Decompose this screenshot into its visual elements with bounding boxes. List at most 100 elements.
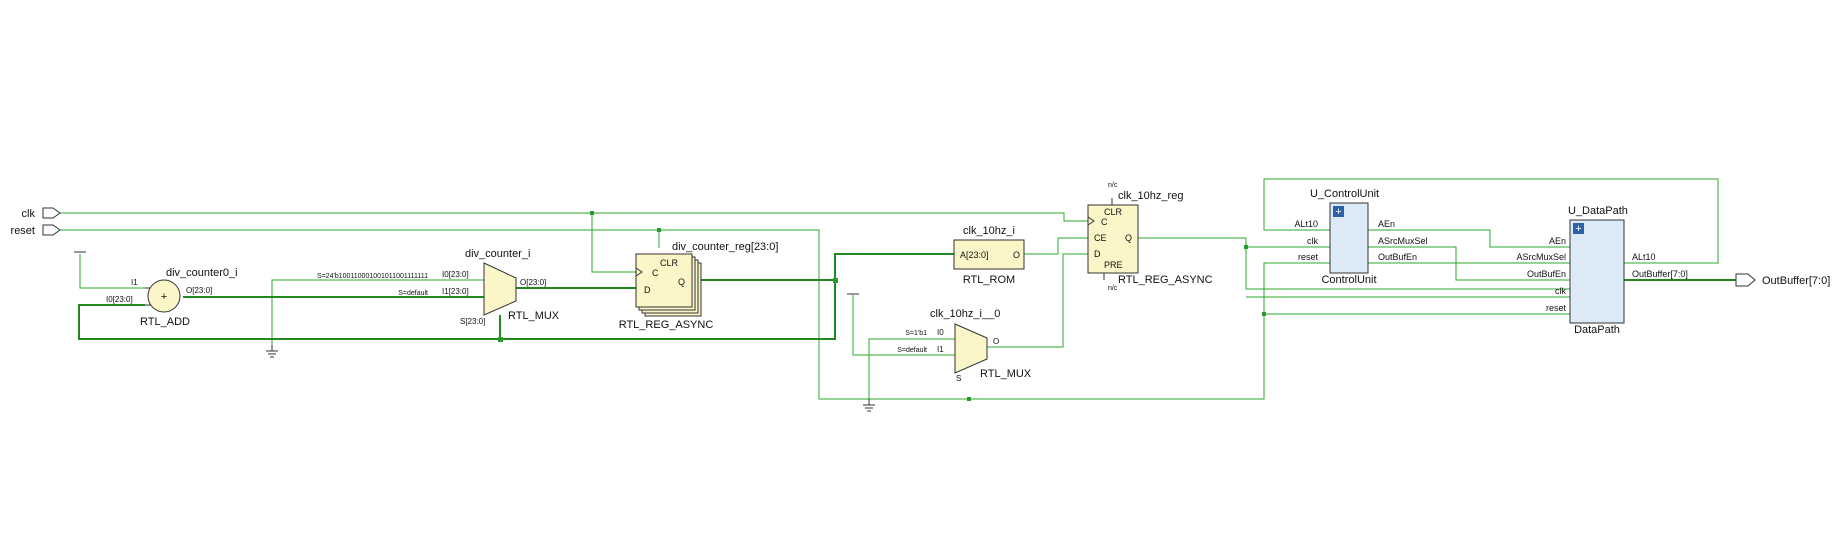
adder-cell[interactable]: + div_counter0_i I1 I0[23:0] O[23:0] RTL… <box>106 267 238 328</box>
cu-pin-asrcmuxsel: ASrcMuxSel <box>1378 236 1428 246</box>
net-alt10[interactable] <box>1263 178 1719 264</box>
net-aen[interactable] <box>1368 229 1570 248</box>
net-clk10hz[interactable] <box>1138 237 1330 248</box>
input-port-clk[interactable]: clk <box>22 207 61 220</box>
mux1-type: RTL_MUX <box>508 310 560 322</box>
reg1-type: RTL_REG_ASYNC <box>619 319 714 331</box>
adder-pin-o: O[23:0] <box>186 286 212 295</box>
net-mux1-s0[interactable] <box>271 279 484 351</box>
net-reset[interactable] <box>53 229 660 248</box>
mux2-pin-o: O <box>993 337 999 346</box>
hier-block-body <box>1569 219 1625 324</box>
expand-icon[interactable] <box>1333 206 1344 217</box>
reg1-pin-q: Q <box>678 277 685 287</box>
mux1-sel1-label: S=default <box>398 290 428 297</box>
ground-icon <box>863 399 875 412</box>
power-symbols <box>74 251 875 412</box>
rom-clk-10hz[interactable]: clk_10hz_i A[23:0] O RTL_ROM <box>953 225 1025 286</box>
expand-icon[interactable] <box>1573 223 1584 234</box>
junction-dot <box>657 228 661 232</box>
reg2-pin-pre: PRE <box>1104 260 1123 270</box>
net-clk[interactable] <box>53 212 1088 222</box>
junction-dot <box>1244 245 1248 249</box>
reg2-nc-top: n/c <box>1108 182 1118 189</box>
mux1-pin-i1: I1[23:0] <box>442 287 469 296</box>
register-div-counter[interactable]: div_counter_reg[23:0] CLR C D Q RTL_REG_… <box>619 241 779 331</box>
cu-pin-aen: AEn <box>1378 219 1395 229</box>
expand-icon-glyph: + <box>1335 206 1341 218</box>
mux-div-counter[interactable]: div_counter_i S=24'b10011000100101100111… <box>317 248 560 326</box>
input-port-reset[interactable]: reset <box>11 224 61 237</box>
junction-dot <box>590 211 594 215</box>
dp-pin-reset: reset <box>1546 303 1567 313</box>
rom-instance-name: clk_10hz_i <box>963 225 1015 237</box>
dp-type: DataPath <box>1574 324 1620 336</box>
reg-body <box>1087 204 1139 274</box>
dp-pin-outbuffer: OutBuffer[7:0] <box>1632 269 1688 279</box>
register-clk-10hz[interactable]: n/c clk_10hz_reg CLR C CE D Q PRE RTL_RE… <box>1087 182 1213 292</box>
cu-pin-clk: clk <box>1307 236 1318 246</box>
reg1-pin-d: D <box>644 285 651 295</box>
dp-instance-name: U_DataPath <box>1568 205 1628 217</box>
mux-shape <box>954 323 988 374</box>
reg2-pin-q: Q <box>1125 233 1132 243</box>
net-rom-o[interactable] <box>1024 237 1088 255</box>
reg-body <box>635 253 693 308</box>
output-port-outbuffer[interactable]: OutBuffer[7:0] <box>1735 273 1830 287</box>
mux1-pin-o: O[23:0] <box>520 278 546 287</box>
dp-pin-asrcmuxsel: ASrcMuxSel <box>1516 252 1566 262</box>
junction-dot <box>833 278 838 283</box>
rom-body <box>953 239 1025 270</box>
cu-pin-outbufen: OutBufEn <box>1378 252 1417 262</box>
dp-pin-clk: clk <box>1555 286 1566 296</box>
rom-pin-a: A[23:0] <box>960 250 989 260</box>
net-counter-bus[interactable] <box>701 253 954 281</box>
mux1-pin-i0: I0[23:0] <box>442 270 469 279</box>
net-clk-reg1[interactable] <box>591 213 636 273</box>
net-outbufen[interactable] <box>1368 262 1570 281</box>
net-mux2-i1[interactable] <box>852 295 955 356</box>
net-feedback-bus[interactable] <box>78 280 836 340</box>
net-clk-cu[interactable] <box>1245 247 1570 290</box>
reg2-type: RTL_REG_ASYNC <box>1118 274 1213 286</box>
hier-block-data-path[interactable]: + U_DataPath AEn ASrcMuxSel OutBufEn clk… <box>1516 205 1687 336</box>
reg2-pin-ce: CE <box>1094 233 1107 243</box>
net-asrc[interactable] <box>1368 246 1570 264</box>
net-const-one[interactable] <box>79 254 145 289</box>
reg2-instance-name: clk_10hz_reg <box>1118 190 1183 202</box>
dp-pin-aen: AEn <box>1549 236 1566 246</box>
adder-symbol <box>147 279 181 313</box>
adder-instance-name: div_counter0_i <box>166 267 238 279</box>
mux2-pin-i1: I1 <box>937 345 944 354</box>
rom-pin-o: O <box>1013 250 1020 260</box>
junctions <box>498 211 1266 401</box>
reg2-pin-c: C <box>1101 217 1108 227</box>
wires <box>53 178 1736 400</box>
mux1-sel0-label: S=24'b100110001001011001111111 <box>317 273 428 280</box>
clock-edge-icon <box>1087 216 1095 226</box>
port-arrow-icon <box>42 207 61 219</box>
adder-pin-i1: I1 <box>131 278 138 287</box>
hier-block-control-unit[interactable]: + U_ControlUnit ALt10 clk reset AEn ASrc… <box>1294 188 1427 286</box>
cu-pin-reset: reset <box>1298 252 1319 262</box>
port-label-reset: reset <box>11 225 35 237</box>
mux-clk-10hz[interactable]: clk_10hz_i__0 S=1'b1 S=default I0 I1 O S… <box>897 308 1032 383</box>
clock-edge-icon <box>635 267 643 277</box>
port-label-clk: clk <box>22 208 36 220</box>
junction-dot <box>498 337 503 342</box>
adder-type: RTL_ADD <box>140 316 190 328</box>
mux2-type: RTL_MUX <box>980 368 1032 380</box>
ground-icon <box>266 345 278 358</box>
net-mux2-o[interactable] <box>987 253 1088 348</box>
net-mux2-i0[interactable] <box>868 338 955 399</box>
net-reset-down[interactable] <box>659 229 1330 400</box>
mux2-pin-s: S <box>956 374 961 383</box>
cu-pin-alt10: ALt10 <box>1294 219 1318 229</box>
port-label-outbuffer: OutBuffer[7:0] <box>1762 275 1830 287</box>
mux2-sel1-label: S=default <box>897 347 927 354</box>
mux1-instance-name: div_counter_i <box>465 248 530 260</box>
junction-dot <box>1262 312 1266 316</box>
adder-pin-i0: I0[23:0] <box>106 295 133 304</box>
cu-instance-name: U_ControlUnit <box>1310 188 1379 200</box>
